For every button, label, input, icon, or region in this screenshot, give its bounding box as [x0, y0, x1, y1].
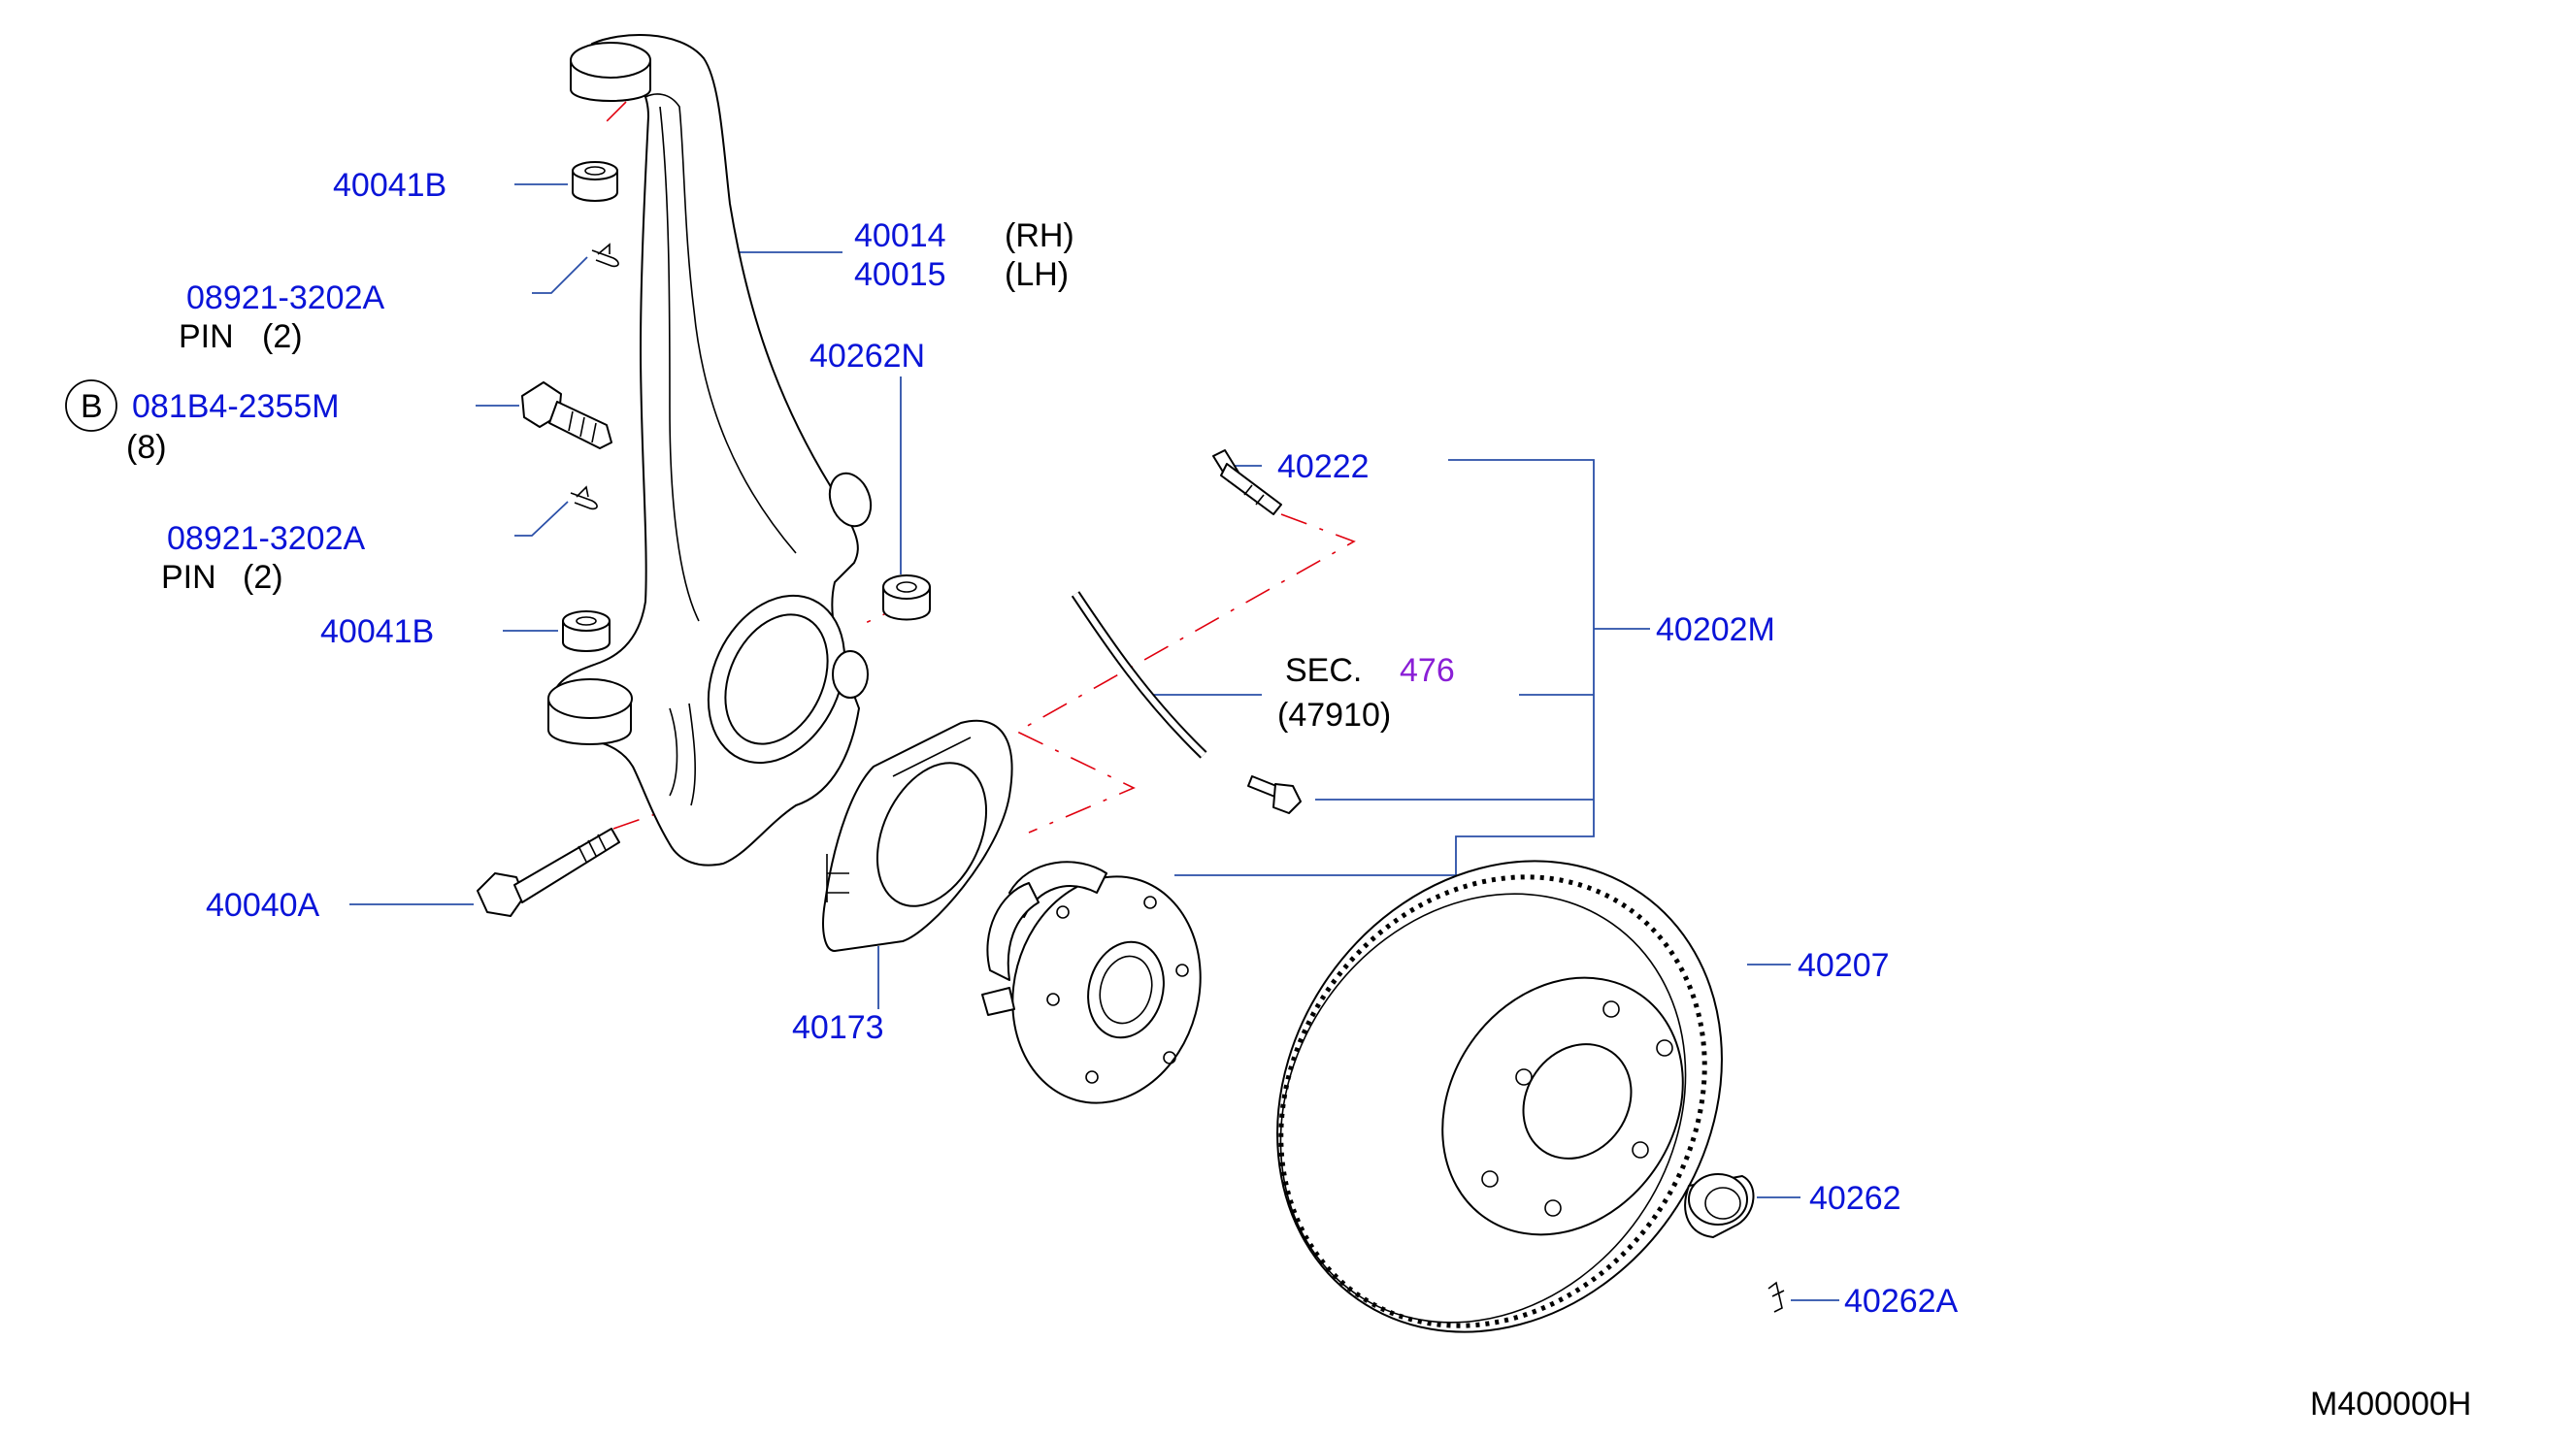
small-bolt-part — [1247, 775, 1302, 814]
label-pin-bottom: PIN — [161, 559, 216, 596]
label-40262[interactable]: 40262 — [1809, 1180, 1901, 1217]
steering-knuckle — [547, 33, 873, 867]
pin-icon-bottom — [570, 485, 598, 510]
knuckle-bore-inner — [724, 613, 829, 745]
bolt-circle-badge — [65, 379, 117, 432]
brake-rotor-40207-part — [1276, 860, 1723, 1333]
brake-tube-inner — [1073, 592, 1206, 758]
knuckle-upper-ear — [828, 472, 873, 528]
label-40014[interactable]: 40014 — [854, 217, 946, 254]
bolt-40040a-part — [477, 828, 620, 917]
knuckle-inner-edge — [644, 93, 797, 554]
label-40041b-bottom[interactable]: 40041B — [320, 613, 434, 650]
label-40015[interactable]: 40015 — [854, 256, 946, 293]
pin-icon-top — [591, 243, 619, 268]
leader-pin-bottom — [514, 501, 569, 537]
knuckle-upper-arm — [659, 106, 700, 622]
label-lh: (LH) — [1005, 256, 1069, 293]
label-081b4-qty: (8) — [126, 429, 167, 466]
bushing-40041b-bottom-part — [562, 610, 611, 652]
wheel-hub-part — [981, 861, 1202, 1104]
leader-pin-top — [532, 256, 588, 294]
leader-40202m-bracket — [1174, 459, 1595, 876]
bolt-081b4-part — [521, 381, 612, 449]
label-rh: (RH) — [1005, 217, 1074, 254]
part-labels: 40041B 08921-3202A PIN (2) B 081B4-2355M… — [65, 167, 2471, 1423]
hub-bore — [1087, 940, 1165, 1039]
axis-upper-bushing — [603, 101, 627, 125]
upper-bushing-top — [570, 42, 651, 79]
label-081b4[interactable]: 081B4-2355M — [132, 388, 340, 425]
cap-40262-part — [1684, 1173, 1755, 1238]
bushing-40041b-top-part — [572, 161, 618, 202]
label-pin-top-qty: (2) — [262, 318, 303, 355]
label-sec-number[interactable]: 476 — [1400, 652, 1455, 689]
leader-lines — [349, 183, 1839, 1301]
label-40202m[interactable]: 40202M — [1656, 611, 1775, 648]
label-40262a[interactable]: 40262A — [1844, 1283, 1959, 1320]
label-sec-text: SEC. — [1285, 652, 1362, 689]
label-40207[interactable]: 40207 — [1798, 947, 1890, 984]
diagram-code: M400000H — [2310, 1386, 2471, 1423]
label-sec-ref: (47910) — [1277, 697, 1391, 734]
label-bolt-circle: B — [81, 388, 103, 425]
label-pin-top: PIN — [179, 318, 234, 355]
knuckle-lower-ear — [832, 650, 869, 699]
label-08921-top[interactable]: 08921-3202A — [186, 279, 385, 316]
label-40262n[interactable]: 40262N — [809, 338, 925, 375]
clip-40262a-icon — [1767, 1281, 1785, 1313]
backing-plate-40173-part — [822, 719, 1013, 952]
label-40040a[interactable]: 40040A — [206, 887, 320, 924]
label-40173[interactable]: 40173 — [792, 1009, 884, 1046]
label-pin-bottom-qty: (2) — [243, 559, 283, 596]
wheel-stud-40222-part — [1212, 449, 1282, 515]
nut-40262n-part — [882, 574, 931, 621]
label-40222[interactable]: 40222 — [1277, 448, 1370, 485]
label-08921-bottom[interactable]: 08921-3202A — [167, 520, 366, 557]
lower-bushing-top — [547, 678, 633, 719]
label-40041b-top[interactable]: 40041B — [333, 167, 446, 204]
knuckle-lower-boss — [669, 703, 696, 806]
axis-40040a — [612, 812, 659, 830]
